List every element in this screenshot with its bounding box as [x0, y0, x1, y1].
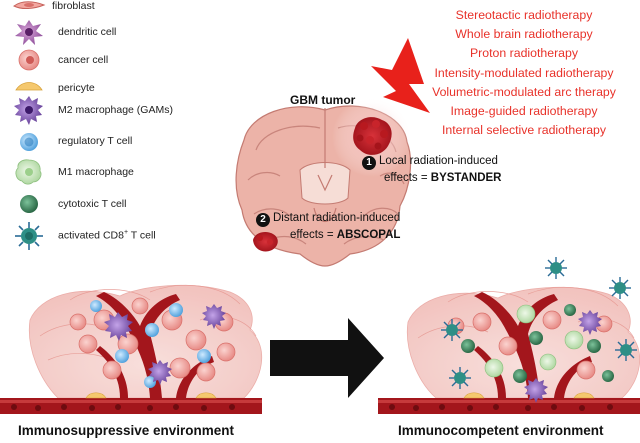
- legend-fibroblast-icon: [13, 1, 46, 9]
- legend-label-cytotoxic-t-cell: cytotoxic T cell: [58, 198, 127, 210]
- legend-label-m2-macrophage: M2 macrophage (GAMs): [58, 104, 173, 116]
- transition-arrow: [270, 318, 384, 398]
- distant-effect-line1: Distant radiation-induced: [273, 212, 401, 224]
- legend-label-pericyte: pericyte: [58, 82, 95, 94]
- local-effect-number-badge: 1: [362, 156, 376, 170]
- legend-regulatory-t-cell-icon: [20, 133, 38, 151]
- m1-macrophage: [484, 304, 584, 378]
- immunocompetent-environment-title: Immunocompetent environment: [398, 423, 604, 438]
- legend-label-dendritic-cell: dendritic cell: [58, 26, 117, 38]
- cytotoxic-t-cell: [461, 304, 614, 383]
- immunosuppressive-tumor-scene: [0, 284, 263, 414]
- legend-label-activated-cd8-t-cell: activated CD8+ T cell: [58, 229, 156, 242]
- legend-pericyte-icon: [15, 82, 43, 91]
- distant-tumor-mass: [253, 232, 278, 252]
- distant-effect-annotation-line2: effects = ABSCOPAL: [290, 229, 401, 241]
- abscopal-label: ABSCOPAL: [336, 229, 401, 241]
- activated-cd8-t-cell: [441, 257, 637, 389]
- legend-cancer-cell-icon: [18, 49, 40, 71]
- therapy-item: Stereotactic radiotherapy: [455, 8, 593, 22]
- therapy-item: Image-guided radiotherapy: [450, 104, 598, 119]
- immunocompetent-tumor-scene: [378, 257, 640, 414]
- legend-activated-cd8-t-cell-icon: [15, 222, 43, 250]
- legend-cytotoxic-t-cell-icon: [20, 195, 38, 213]
- local-effect-annotation-line2: effects = BYSTANDER: [384, 172, 502, 184]
- gbm-tumor-title: GBM tumor: [290, 93, 356, 107]
- immunosuppressive-environment-title: Immunosuppressive environment: [18, 423, 235, 438]
- radiotherapy-list: Stereotactic radiotherapy Whole brain ra…: [415, 6, 633, 140]
- legend-label-cancer-cell: cancer cell: [58, 54, 109, 66]
- gbm-tumor-mass: [353, 117, 392, 155]
- therapy-item: Internal selective radiotherapy: [441, 123, 607, 138]
- distant-effect-number-badge: 2: [256, 213, 270, 227]
- m2-macrophage: [524, 310, 602, 403]
- legend-dendritic-cell-icon: [15, 20, 43, 45]
- legend-label-m1-macrophage: M1 macrophage: [58, 166, 134, 178]
- therapy-item: Proton radiotherapy: [469, 46, 578, 61]
- therapy-item: Whole brain radiotherapy: [455, 27, 593, 42]
- legend-label-regulatory-t-cell: regulatory T cell: [58, 135, 133, 147]
- m2-macrophage: [104, 304, 226, 385]
- bystander-label: BYSTANDER: [430, 172, 502, 184]
- legend-label-fibroblast: fibroblast: [52, 0, 95, 12]
- local-effect-line1: Local radiation-induced: [379, 155, 498, 167]
- legend-m1-macrophage-icon: [15, 159, 42, 185]
- legend-m2-macrophage-icon: [14, 96, 43, 125]
- lightning-bolt-icon: [371, 38, 430, 113]
- therapy-item: Volumetric-modulated arc therapy: [432, 84, 616, 99]
- therapy-item: Intensity-modulated radiotherapy: [434, 65, 614, 80]
- regulatory-t-cell: [90, 300, 211, 388]
